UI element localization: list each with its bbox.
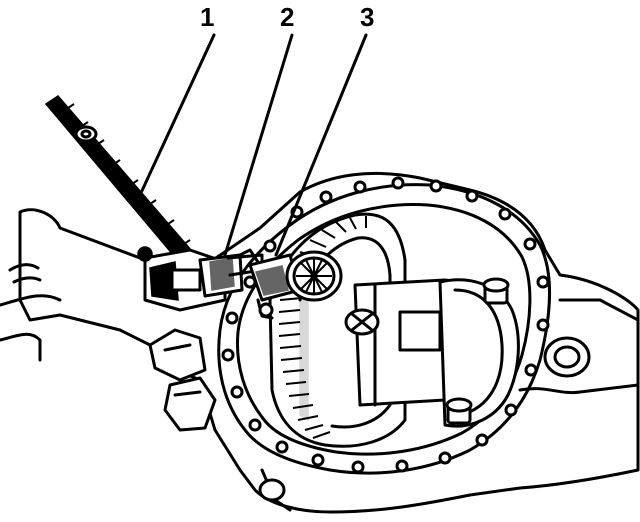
callout-2: 2 [280,2,295,32]
dial-indicator-clamp [137,246,264,312]
dial-indicator [238,248,343,320]
leader-lines [138,33,368,257]
bearing-cap [438,277,520,428]
callout-3: 3 [360,2,375,32]
flange-bolt-heads [221,176,550,474]
leader-line-1 [138,33,216,197]
dial-indicator-mounting-rod [44,95,212,284]
axle-tube-fragments [148,328,217,432]
housing-flange [217,176,551,475]
leader-line-2 [223,33,294,257]
callout-1: 1 [200,2,215,32]
leader-line-3 [274,33,368,257]
